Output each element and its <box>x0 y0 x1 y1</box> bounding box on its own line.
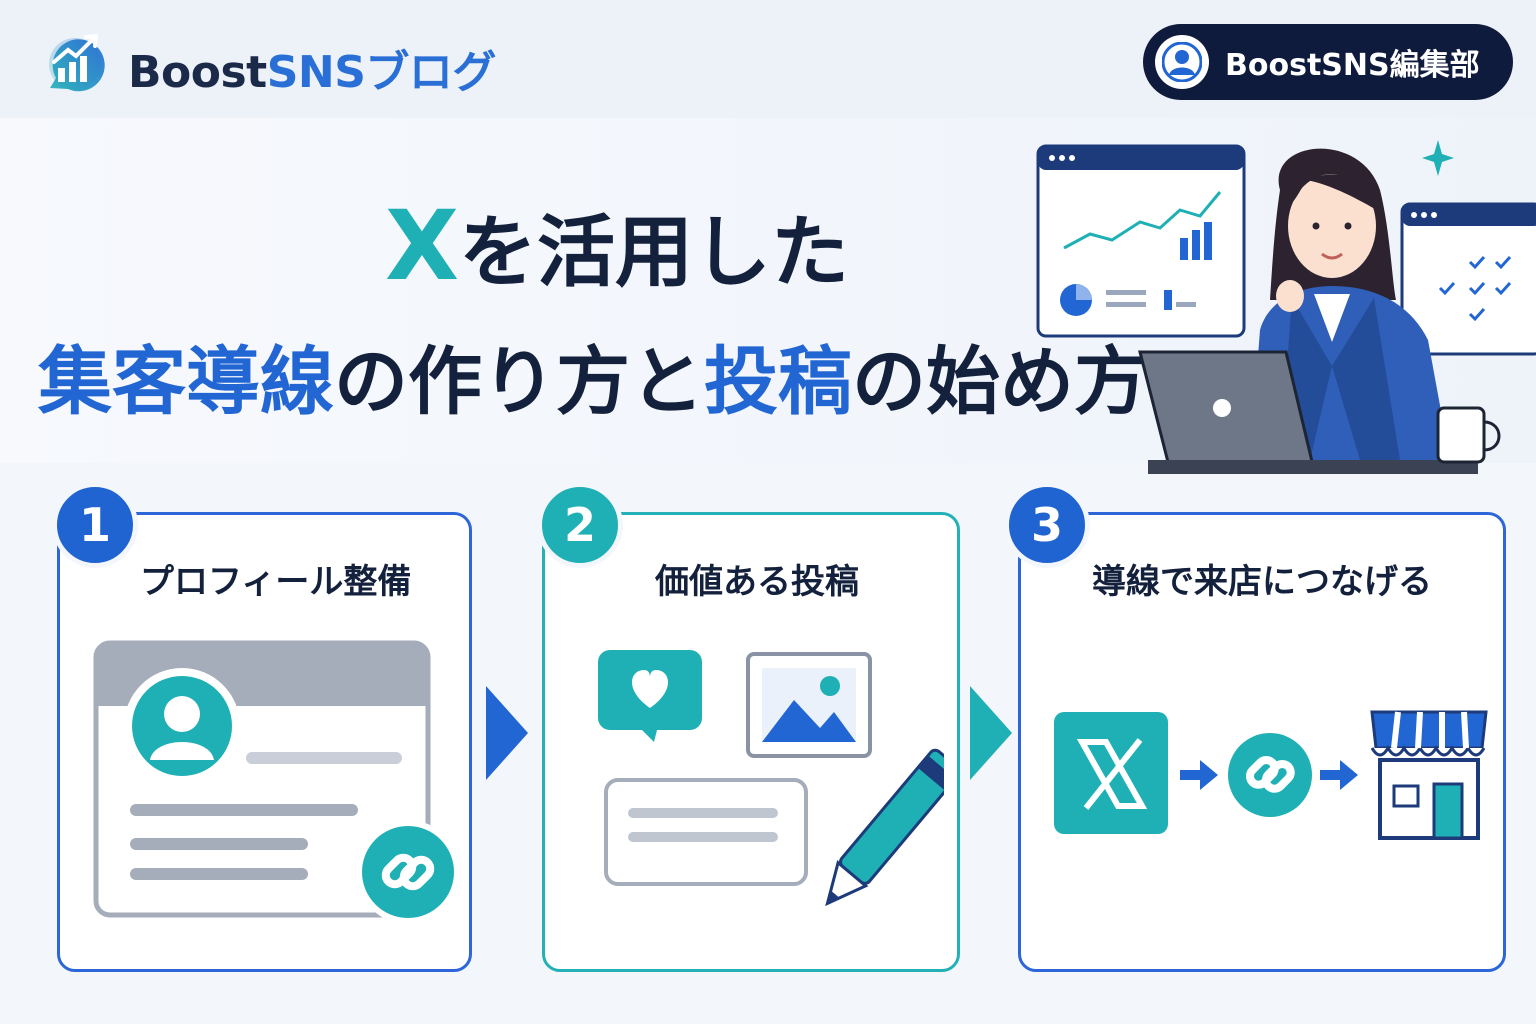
store-icon <box>1370 710 1488 840</box>
step-title-2: 価値ある投稿 <box>655 562 859 602</box>
step-title-3: 導線で来店につなげる <box>1092 562 1432 602</box>
brand-name-part1: Boost <box>128 47 267 98</box>
conversion-flow-icon <box>1054 710 1488 840</box>
laptop-icon <box>1138 350 1478 474</box>
title-segment: 集客導線 <box>38 339 334 425</box>
woman-at-laptop-illustration <box>1036 140 1536 474</box>
page-title-line1: Xを活用した <box>385 190 849 302</box>
coffee-mug-icon <box>1436 406 1501 464</box>
woman-figure <box>1250 148 1450 460</box>
x-logo-icon <box>1054 712 1168 834</box>
title-segment: の始め方 <box>852 339 1148 425</box>
arrow-right-icon <box>486 686 528 780</box>
pen-icon <box>825 748 944 907</box>
step-title-1: プロフィール整備 <box>140 562 412 602</box>
title-x: X <box>385 190 460 302</box>
title-segment: 投稿 <box>704 339 852 425</box>
author-name: BoostSNS編集部 <box>1225 48 1480 83</box>
step-number-2: 2 <box>537 482 623 568</box>
profile-page-icon <box>93 640 460 924</box>
calendar-window-icon <box>1400 202 1536 356</box>
blog-logo-icon[interactable] <box>42 28 108 94</box>
brand-name-part2: SNSブログ <box>266 47 497 98</box>
posting-icon <box>598 650 944 907</box>
page-title-line2: 集客導線の作り方と投稿の始め方 <box>38 322 1148 429</box>
analytics-window-icon <box>1036 144 1246 338</box>
link-icon <box>1228 733 1312 817</box>
author-badge[interactable]: BoostSNS編集部 <box>1143 24 1513 100</box>
step-number-3: 3 <box>1004 482 1090 568</box>
image-icon <box>746 652 872 758</box>
title-segment: の作り方と <box>334 339 704 425</box>
text-post-icon <box>604 778 808 886</box>
heart-bubble-icon <box>598 650 702 742</box>
arrow-right-icon <box>1320 760 1358 790</box>
title-line1-rest: を活用した <box>459 208 850 298</box>
arrow-right-icon <box>1180 760 1218 790</box>
brand-name[interactable]: BoostSNSブログ <box>128 36 496 100</box>
user-icon <box>1155 35 1209 89</box>
step-number-1: 1 <box>52 482 138 568</box>
arrow-right-icon <box>970 686 1012 780</box>
